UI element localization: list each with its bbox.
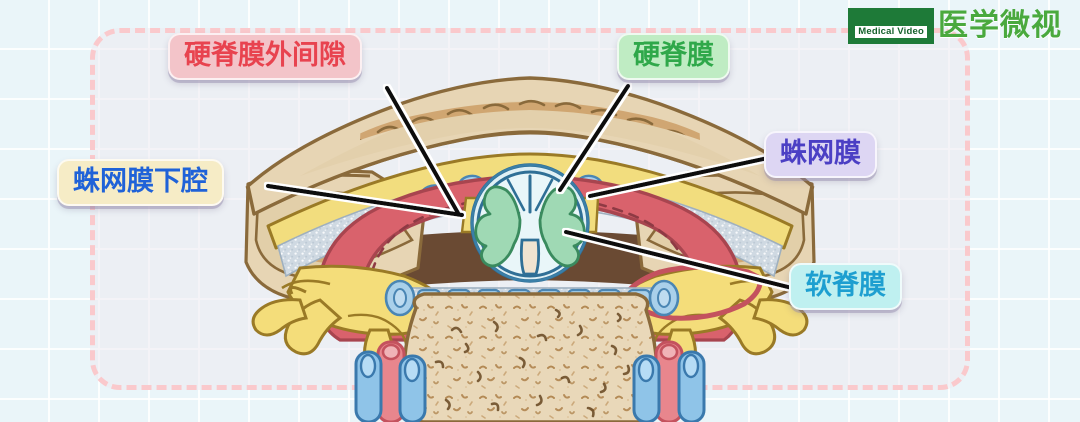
label-dura-mater-text: 硬脊膜 <box>633 42 714 69</box>
right-segmental-vessels <box>632 340 706 422</box>
spinous-process-and-lamina <box>246 76 814 216</box>
label-subarachnoid-space-text: 蛛网膜下腔 <box>73 168 208 195</box>
label-pia-mater-text: 软脊膜 <box>805 272 886 299</box>
brand-name-cn: 医学微视 <box>938 7 1062 43</box>
leader-line-epidural <box>384 85 461 216</box>
brand-logo: Medical Video 医学微视 <box>850 10 1062 42</box>
label-arachnoid-mater-text: 蛛网膜 <box>780 140 861 167</box>
vertebral-body <box>402 292 659 422</box>
label-pia-mater[interactable]: 软脊膜 <box>789 263 902 310</box>
leader-line-arachnoid <box>587 155 771 199</box>
brand-badge-bar <box>850 16 932 23</box>
left-segmental-vessels <box>354 340 427 422</box>
leader-line-pia <box>563 229 795 291</box>
gray-matter <box>474 185 586 268</box>
label-epidural-space[interactable]: 硬脊膜外间隙 <box>168 33 362 80</box>
spinal-cord <box>474 174 586 276</box>
label-dura-mater[interactable]: 硬脊膜 <box>617 33 730 80</box>
label-arachnoid-mater[interactable]: 蛛网膜 <box>764 131 877 178</box>
leader-line-dura <box>557 83 631 193</box>
label-subarachnoid-space[interactable]: 蛛网膜下腔 <box>57 159 224 206</box>
brand-badge: Medical Video <box>850 10 932 42</box>
label-epidural-space-text: 硬脊膜外间隙 <box>184 42 346 69</box>
leader-line-subarachnoid <box>265 183 465 218</box>
brand-badge-text: Medical Video <box>855 26 927 38</box>
arachnoid-mater <box>470 163 590 283</box>
